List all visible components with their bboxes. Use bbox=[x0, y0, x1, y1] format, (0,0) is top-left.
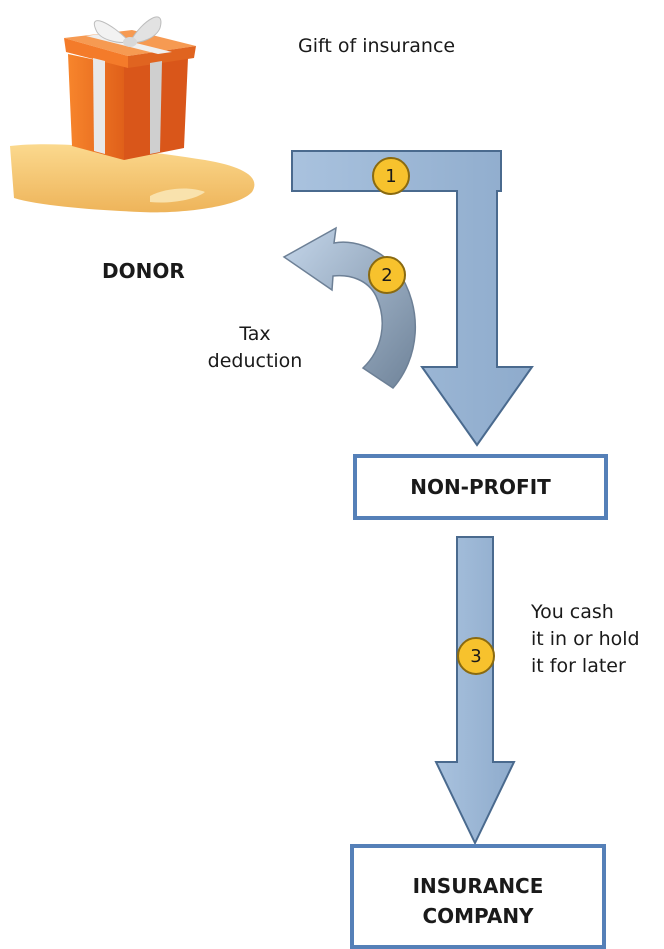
nonprofit-box: NON-PROFIT bbox=[353, 454, 608, 520]
step-badge-1: 1 bbox=[372, 157, 410, 195]
gift-box-icon bbox=[64, 16, 196, 160]
insurance-company-line-1: INSURANCE bbox=[412, 873, 544, 898]
tax-deduction-line-1: Tax bbox=[239, 323, 271, 345]
gift-of-insurance-label: Gift of insurance bbox=[298, 35, 456, 57]
cash-flow-arrow bbox=[434, 536, 516, 846]
donor-hand-icon bbox=[10, 144, 255, 213]
cash-in-line-1: You cash bbox=[531, 601, 614, 623]
cash-in-label: You cash it in or hold it for later bbox=[531, 599, 640, 680]
tax-deduction-line-2: deduction bbox=[207, 350, 303, 372]
tax-deduction-label: Tax deduction bbox=[190, 321, 320, 375]
donor-label: DONOR bbox=[102, 259, 185, 283]
nonprofit-label: NON-PROFIT bbox=[410, 475, 551, 499]
insurance-company-box: INSURANCE COMPANY bbox=[350, 844, 606, 949]
step-badge-2: 2 bbox=[368, 256, 406, 294]
cash-in-line-2: it in or hold bbox=[531, 628, 640, 650]
cash-in-line-3: it for later bbox=[531, 655, 626, 677]
insurance-company-line-2: COMPANY bbox=[422, 903, 534, 928]
step-badge-3: 3 bbox=[457, 637, 495, 675]
gift-flow-arrow bbox=[291, 150, 534, 447]
